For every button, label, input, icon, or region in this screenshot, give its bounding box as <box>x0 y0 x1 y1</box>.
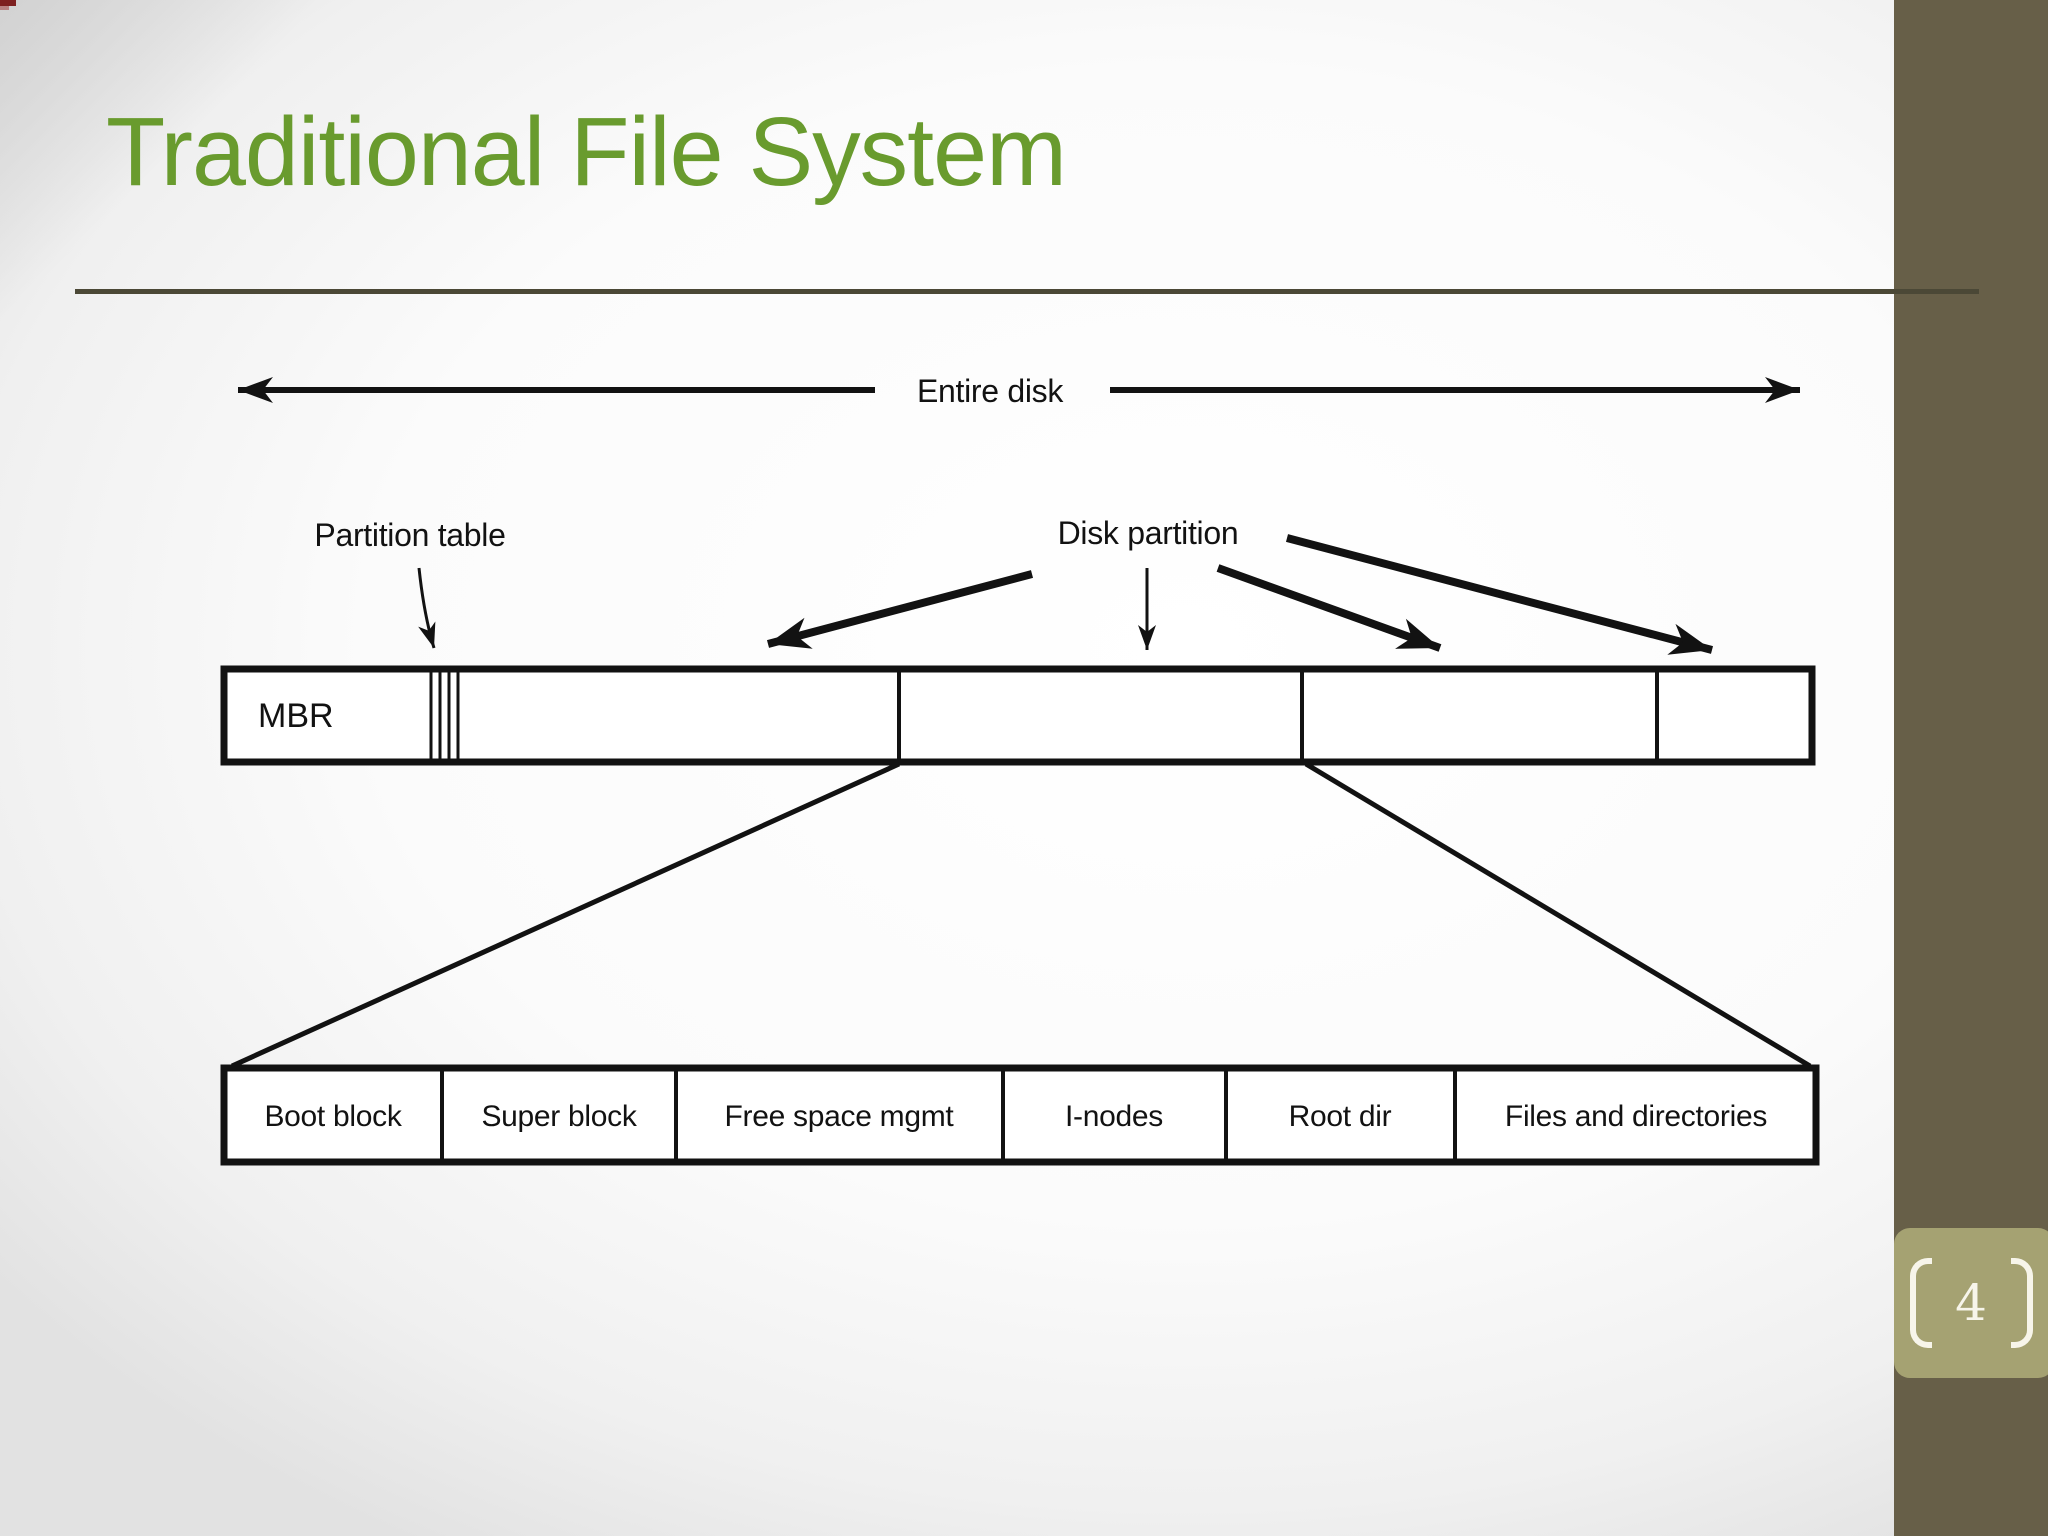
expanded-cell-label: Super block <box>481 1100 637 1133</box>
left-bracket-icon <box>1910 1258 1932 1348</box>
expanded-cell-label: I-nodes <box>1065 1100 1163 1133</box>
expanded-cell-label: Free space mgmt <box>725 1100 955 1133</box>
disk-bar <box>220 665 1816 766</box>
expansion-line-left <box>230 761 901 1069</box>
partition-table-stripes <box>429 671 460 760</box>
corner-artifact-mark <box>0 0 16 6</box>
partition-table-label: Partition table <box>314 517 505 553</box>
expanded-cell-label: Files and directories <box>1505 1100 1767 1133</box>
page-number-badge: 4 <box>1894 1228 2048 1378</box>
page-number: 4 <box>1955 1274 1987 1332</box>
corner-artifact-mark-small <box>0 6 9 10</box>
expanded-partition-dividers <box>440 1070 1457 1160</box>
expanded-cell-label: Boot block <box>264 1100 402 1133</box>
slide-title: Traditional File System <box>106 97 1067 206</box>
disk-partition-arrow-4 <box>1285 534 1714 655</box>
disk-partition-arrow-1 <box>766 570 1034 649</box>
disk-partition-dividers <box>897 671 1659 760</box>
title-underline-rule <box>75 289 1979 294</box>
disk-partition-arrow-3 <box>1216 564 1442 652</box>
expanded-cell-label: Root dir <box>1289 1100 1392 1133</box>
disk-partition-label: Disk partition <box>1058 515 1239 551</box>
expansion-line-right <box>1304 761 1812 1069</box>
entire-disk-label: Entire disk <box>917 373 1064 409</box>
right-bracket-icon <box>2011 1258 2033 1348</box>
partition-table-arrow <box>417 567 436 649</box>
expanded-partition-bar <box>220 1064 1820 1166</box>
mbr-label: MBR <box>258 697 334 735</box>
sidebar-accent-bar: 4 <box>1894 0 2048 1536</box>
